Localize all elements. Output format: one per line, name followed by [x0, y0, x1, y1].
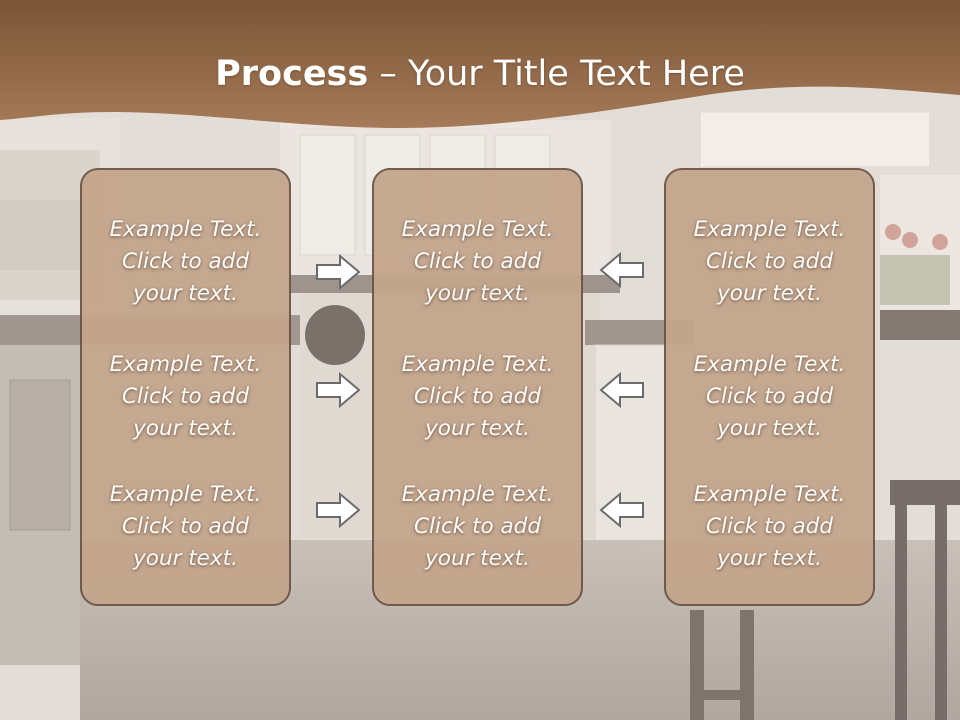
text-line: Click to add — [122, 249, 249, 274]
title-bold: Process — [215, 54, 369, 94]
text-line: Example Text. — [109, 217, 262, 242]
text-line: Example Text. — [693, 482, 846, 507]
right-arrow-icon — [316, 371, 361, 409]
text-placeholder[interactable]: Example Text. Click to add your text. — [666, 349, 873, 445]
text-placeholder[interactable]: Example Text. Click to add your text. — [374, 479, 581, 575]
text-line: your text. — [717, 546, 822, 571]
text-line: Click to add — [414, 249, 541, 274]
text-line: your text. — [425, 416, 530, 441]
text-line: Click to add — [414, 384, 541, 409]
text-line: your text. — [133, 281, 238, 306]
text-placeholder[interactable]: Example Text. Click to add your text. — [666, 214, 873, 310]
text-line: Example Text. — [401, 217, 554, 242]
slide-title: Process – Your Title Text Here — [0, 52, 960, 96]
text-line: Click to add — [122, 384, 249, 409]
process-box-3: Example Text. Click to add your text. Ex… — [664, 168, 875, 606]
text-line: Example Text. — [693, 217, 846, 242]
text-line: your text. — [717, 281, 822, 306]
process-box-1: Example Text. Click to add your text. Ex… — [80, 168, 291, 606]
right-arrow-icon — [316, 491, 361, 529]
right-arrow-icon — [316, 253, 361, 291]
text-line: Example Text. — [109, 482, 262, 507]
text-line: your text. — [425, 281, 530, 306]
text-placeholder[interactable]: Example Text. Click to add your text. — [82, 349, 289, 445]
left-arrow-icon — [599, 491, 644, 529]
left-arrow-icon — [599, 371, 644, 409]
text-placeholder[interactable]: Example Text. Click to add your text. — [374, 214, 581, 310]
text-line: your text. — [133, 416, 238, 441]
text-placeholder[interactable]: Example Text. Click to add your text. — [666, 479, 873, 575]
text-line: Example Text. — [693, 352, 846, 377]
process-box-2: Example Text. Click to add your text. Ex… — [372, 168, 583, 606]
text-placeholder[interactable]: Example Text. Click to add your text. — [82, 479, 289, 575]
text-line: your text. — [717, 416, 822, 441]
text-line: your text. — [425, 546, 530, 571]
text-line: Example Text. — [109, 352, 262, 377]
text-placeholder[interactable]: Example Text. Click to add your text. — [374, 349, 581, 445]
text-line: Click to add — [706, 514, 833, 539]
text-placeholder[interactable]: Example Text. Click to add your text. — [82, 214, 289, 310]
text-line: your text. — [133, 546, 238, 571]
text-line: Click to add — [414, 514, 541, 539]
title-rest: – Your Title Text Here — [368, 54, 745, 94]
text-line: Click to add — [706, 249, 833, 274]
text-line: Click to add — [122, 514, 249, 539]
left-arrow-icon — [599, 251, 644, 289]
text-line: Example Text. — [401, 352, 554, 377]
text-line: Click to add — [706, 384, 833, 409]
text-line: Example Text. — [401, 482, 554, 507]
